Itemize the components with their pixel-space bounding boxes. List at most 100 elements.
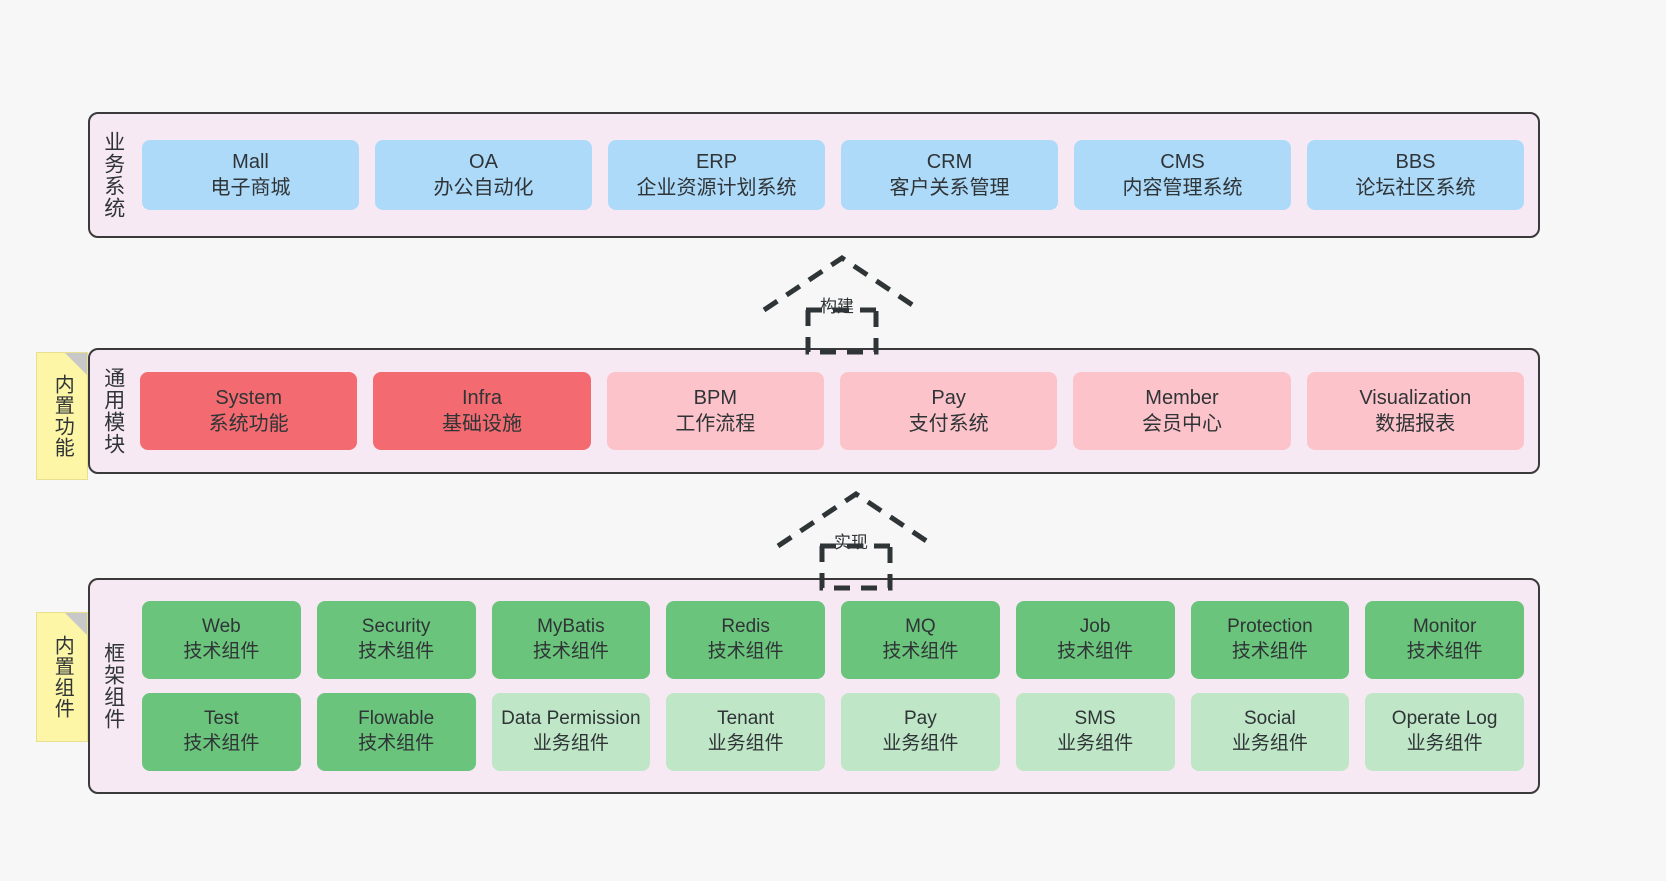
node-mybatis[interactable]: MyBatis 技术组件: [491, 601, 651, 679]
layer-body-modules: System 系统功能 Infra 基础设施 BPM 工作流程 Pay 支付系统…: [136, 350, 1538, 472]
node-cms[interactable]: CMS 内容管理系统: [1074, 140, 1291, 210]
layer-title-modules: 通用模块: [101, 367, 125, 455]
node-system[interactable]: System 系统功能: [140, 372, 358, 450]
node-monitor-en: Monitor: [1412, 616, 1477, 638]
node-web-en: Web: [202, 616, 241, 638]
layer-business-systems: 业务系统 Mall 电子商城 OA 办公自动化 ERP 企业资源计划系统 CRM…: [88, 112, 1540, 238]
node-crm-cn: 客户关系管理: [889, 177, 1010, 199]
node-sms-en: SMS: [1074, 708, 1116, 730]
node-monitor-cn: 技术组件: [1406, 641, 1483, 662]
node-pay-module-en: Pay: [931, 387, 966, 409]
node-mall-cn: 电子商城: [210, 177, 291, 199]
node-cms-cn: 内容管理系统: [1122, 177, 1243, 199]
node-bpm-en: BPM: [693, 387, 737, 409]
node-mq-cn: 技术组件: [882, 641, 959, 662]
node-erp-en: ERP: [695, 151, 738, 173]
node-bpm-cn: 工作流程: [675, 413, 756, 435]
node-flowable-cn: 技术组件: [358, 733, 435, 754]
node-pay-component-en: Pay: [904, 708, 937, 730]
node-visualization-cn: 数据报表: [1375, 413, 1456, 435]
node-member[interactable]: Member 会员中心: [1073, 372, 1291, 450]
node-mybatis-en: MyBatis: [537, 616, 605, 638]
node-crm-en: CRM: [926, 151, 973, 173]
node-protection-en: Protection: [1227, 616, 1313, 638]
node-redis[interactable]: Redis 技术组件: [666, 601, 825, 679]
node-job-en: Job: [1079, 616, 1111, 638]
node-mall[interactable]: Mall 电子商城: [142, 140, 359, 210]
connector-build-label: 构建: [820, 297, 854, 316]
node-social-en: Social: [1244, 708, 1296, 730]
node-mall-en: Mall: [232, 151, 269, 173]
node-member-cn: 会员中心: [1141, 413, 1222, 435]
node-data-permission-cn: 业务组件: [532, 733, 609, 754]
layer-title-business: 业务系统: [101, 131, 125, 219]
layer-title-framework: 框架组件: [101, 642, 125, 730]
row-common-modules: System 系统功能 Infra 基础设施 BPM 工作流程 Pay 支付系统…: [140, 372, 1524, 450]
node-security[interactable]: Security 技术组件: [316, 601, 476, 679]
node-pay-component[interactable]: Pay 业务组件: [841, 693, 1000, 771]
row-tech-components: Web 技术组件 Security 技术组件 MyBatis 技术组件 Redi…: [142, 601, 1524, 679]
node-bbs[interactable]: BBS 论坛社区系统: [1307, 140, 1524, 210]
node-erp[interactable]: ERP 企业资源计划系统: [608, 140, 825, 210]
node-member-en: Member: [1145, 387, 1219, 409]
node-bbs-cn: 论坛社区系统: [1355, 177, 1476, 199]
node-operate-log[interactable]: Operate Log 业务组件: [1365, 693, 1524, 771]
layer-common-modules: 通用模块 System 系统功能 Infra 基础设施 BPM 工作流程 Pay…: [88, 348, 1540, 474]
node-job-cn: 技术组件: [1057, 641, 1134, 662]
sticky-note-builtin-components-label: 内置组件: [51, 635, 74, 719]
node-mq[interactable]: MQ 技术组件: [841, 601, 1000, 679]
connector-implement-arrow-icon: [776, 490, 936, 591]
node-operate-log-en: Operate Log: [1391, 708, 1498, 730]
node-oa-cn: 办公自动化: [433, 177, 534, 199]
node-crm[interactable]: CRM 客户关系管理: [841, 140, 1058, 210]
node-pay-module-cn: 支付系统: [908, 413, 989, 435]
node-infra-cn: 基础设施: [441, 413, 522, 435]
node-sms[interactable]: SMS 业务组件: [1015, 693, 1175, 771]
node-test[interactable]: Test 技术组件: [142, 693, 301, 771]
node-visualization-en: Visualization: [1359, 387, 1472, 409]
connector-implement: 实现: [766, 484, 946, 594]
node-mq-en: MQ: [905, 616, 936, 638]
node-social-cn: 业务组件: [1231, 733, 1308, 754]
node-bbs-en: BBS: [1395, 151, 1436, 173]
node-visualization[interactable]: Visualization 数据报表: [1306, 372, 1524, 450]
layer-framework-components: 框架组件 Web 技术组件 Security 技术组件 MyBatis 技术组件…: [88, 578, 1540, 794]
node-social[interactable]: Social 业务组件: [1190, 693, 1350, 771]
node-test-cn: 技术组件: [183, 733, 260, 754]
node-web[interactable]: Web 技术组件: [142, 601, 301, 679]
row-business-systems: Mall 电子商城 OA 办公自动化 ERP 企业资源计划系统 CRM 客户关系…: [142, 140, 1524, 210]
node-mybatis-cn: 技术组件: [532, 641, 609, 662]
sticky-note-builtin-features-label: 内置功能: [51, 374, 74, 458]
node-infra-en: Infra: [461, 387, 502, 409]
node-tenant[interactable]: Tenant 业务组件: [666, 693, 825, 771]
node-tenant-cn: 业务组件: [707, 733, 784, 754]
node-flowable[interactable]: Flowable 技术组件: [316, 693, 476, 771]
node-redis-en: Redis: [721, 616, 770, 638]
node-security-en: Security: [361, 616, 431, 638]
connector-implement-label: 实现: [834, 533, 868, 552]
sticky-note-builtin-features: 内置功能: [36, 352, 88, 480]
node-oa-en: OA: [469, 151, 498, 173]
node-cms-en: CMS: [1160, 151, 1205, 173]
node-system-en: System: [215, 387, 282, 409]
connector-build-arrow-icon: [762, 254, 922, 355]
node-protection[interactable]: Protection 技术组件: [1190, 601, 1350, 679]
node-flowable-en: Flowable: [358, 708, 435, 730]
layer-body-framework: Web 技术组件 Security 技术组件 MyBatis 技术组件 Redi…: [136, 580, 1538, 792]
node-data-permission-en: Data Permission: [501, 708, 641, 730]
node-data-permission[interactable]: Data Permission 业务组件: [491, 693, 651, 771]
node-system-cn: 系统功能: [208, 413, 289, 435]
node-pay-component-cn: 业务组件: [882, 733, 959, 754]
node-redis-cn: 技术组件: [707, 641, 784, 662]
node-oa[interactable]: OA 办公自动化: [375, 140, 592, 210]
node-web-cn: 技术组件: [183, 641, 260, 662]
node-test-en: Test: [203, 708, 239, 730]
node-monitor[interactable]: Monitor 技术组件: [1365, 601, 1524, 679]
node-job[interactable]: Job 技术组件: [1015, 601, 1175, 679]
node-bpm[interactable]: BPM 工作流程: [606, 372, 824, 450]
row-business-components: Test 技术组件 Flowable 技术组件 Data Permission …: [142, 693, 1524, 771]
node-pay-module[interactable]: Pay 支付系统: [839, 372, 1058, 450]
node-infra[interactable]: Infra 基础设施: [373, 372, 591, 450]
connector-build: 构建: [752, 248, 932, 358]
